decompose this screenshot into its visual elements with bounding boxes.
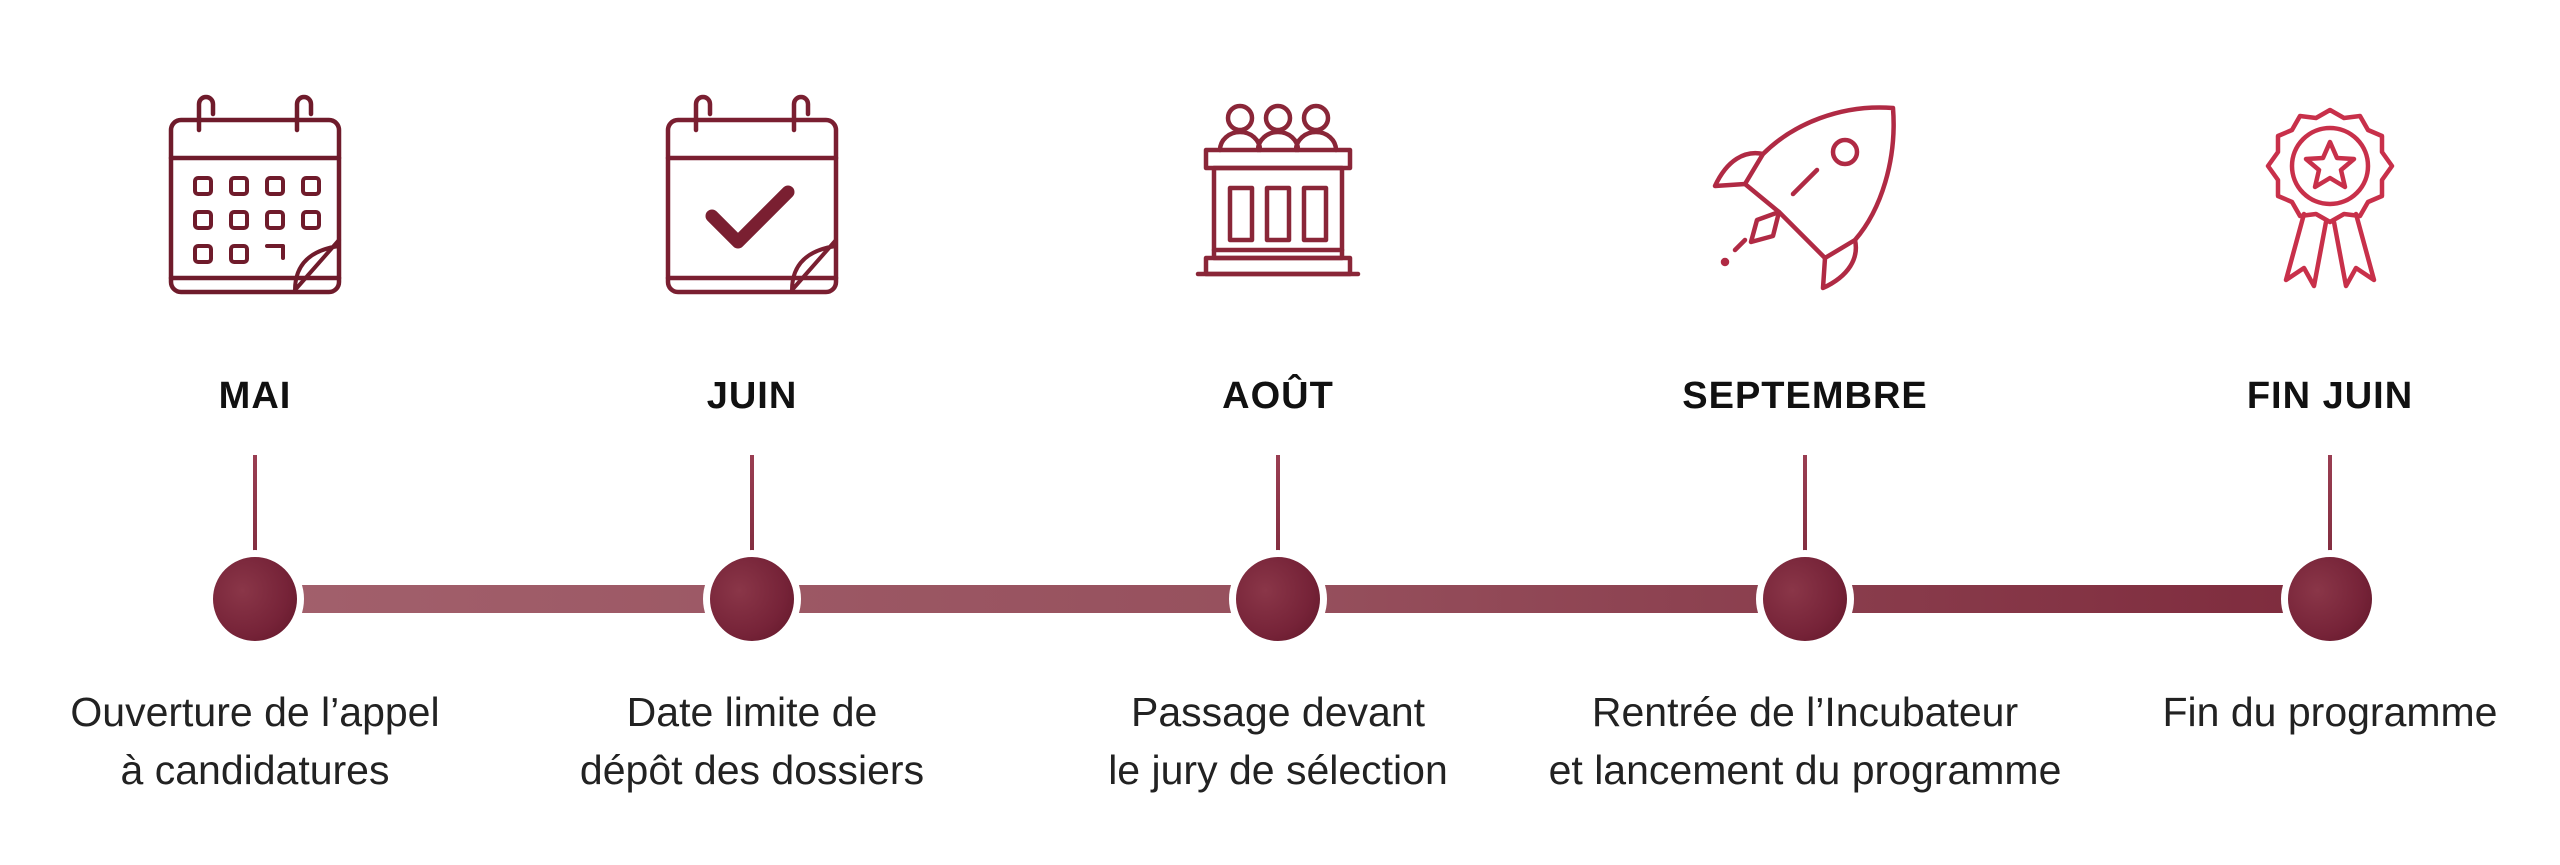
month-label: MAI: [218, 375, 292, 417]
month-label: FIN JUIN: [2246, 375, 2414, 417]
timeline-stem: [1803, 455, 1807, 575]
description-line-1: Ouverture de l’appel: [70, 689, 440, 735]
timeline-step-aout: AOÛT Passage devant le jury de sélection: [1018, 0, 1538, 865]
step-description: Rentrée de l’Incubateur et lancement du …: [1545, 683, 2065, 799]
description-line-2: dépôt des dossiers: [579, 747, 925, 793]
description-line-1: Rentrée de l’Incubateur: [1591, 689, 2019, 735]
jury-icon: [1178, 90, 1378, 310]
timeline-node: [1756, 550, 1854, 648]
timeline-node: [1229, 550, 1327, 648]
timeline-stem: [750, 455, 754, 575]
timeline-step-septembre: SEPTEMBRE Rentrée de l’Incubateur et lan…: [1545, 0, 2065, 865]
timeline-stem: [1276, 455, 1280, 575]
month-label: JUIN: [706, 375, 798, 417]
timeline-step-mai: MAI Ouverture de l’appel à candidatures: [0, 0, 515, 865]
step-description: Date limite de dépôt des dossiers: [492, 683, 1012, 799]
description-line-1: Passage devant: [1130, 689, 1426, 735]
step-description: Ouverture de l’appel à candidatures: [0, 683, 515, 799]
description-line-2: et lancement du programme: [1548, 747, 2062, 793]
timeline-node: [2281, 550, 2379, 648]
step-description: Passage devant le jury de sélection: [1018, 683, 1538, 799]
timeline-node: [703, 550, 801, 648]
timeline-node: [206, 550, 304, 648]
timeline-step-fin-juin: FIN JUIN Fin du programme: [2070, 0, 2560, 865]
calendar-check-icon: [652, 90, 852, 310]
rocket-icon: [1705, 90, 1905, 310]
timeline-step-juin: JUIN Date limite de dépôt des dossiers: [492, 0, 1012, 865]
month-label: AOÛT: [1222, 375, 1334, 417]
description-line-1: Date limite de: [626, 689, 878, 735]
month-label: SEPTEMBRE: [1682, 375, 1928, 417]
description-line-2: le jury de sélection: [1108, 747, 1448, 793]
description-line-1: Fin du programme: [2162, 689, 2498, 735]
timeline-stem: [2328, 455, 2332, 575]
description-line-2: à candidatures: [120, 747, 390, 793]
step-description: Fin du programme: [2070, 683, 2560, 741]
calendar-icon: [155, 90, 355, 310]
award-icon: [2230, 90, 2430, 310]
timeline-stem: [253, 455, 257, 575]
